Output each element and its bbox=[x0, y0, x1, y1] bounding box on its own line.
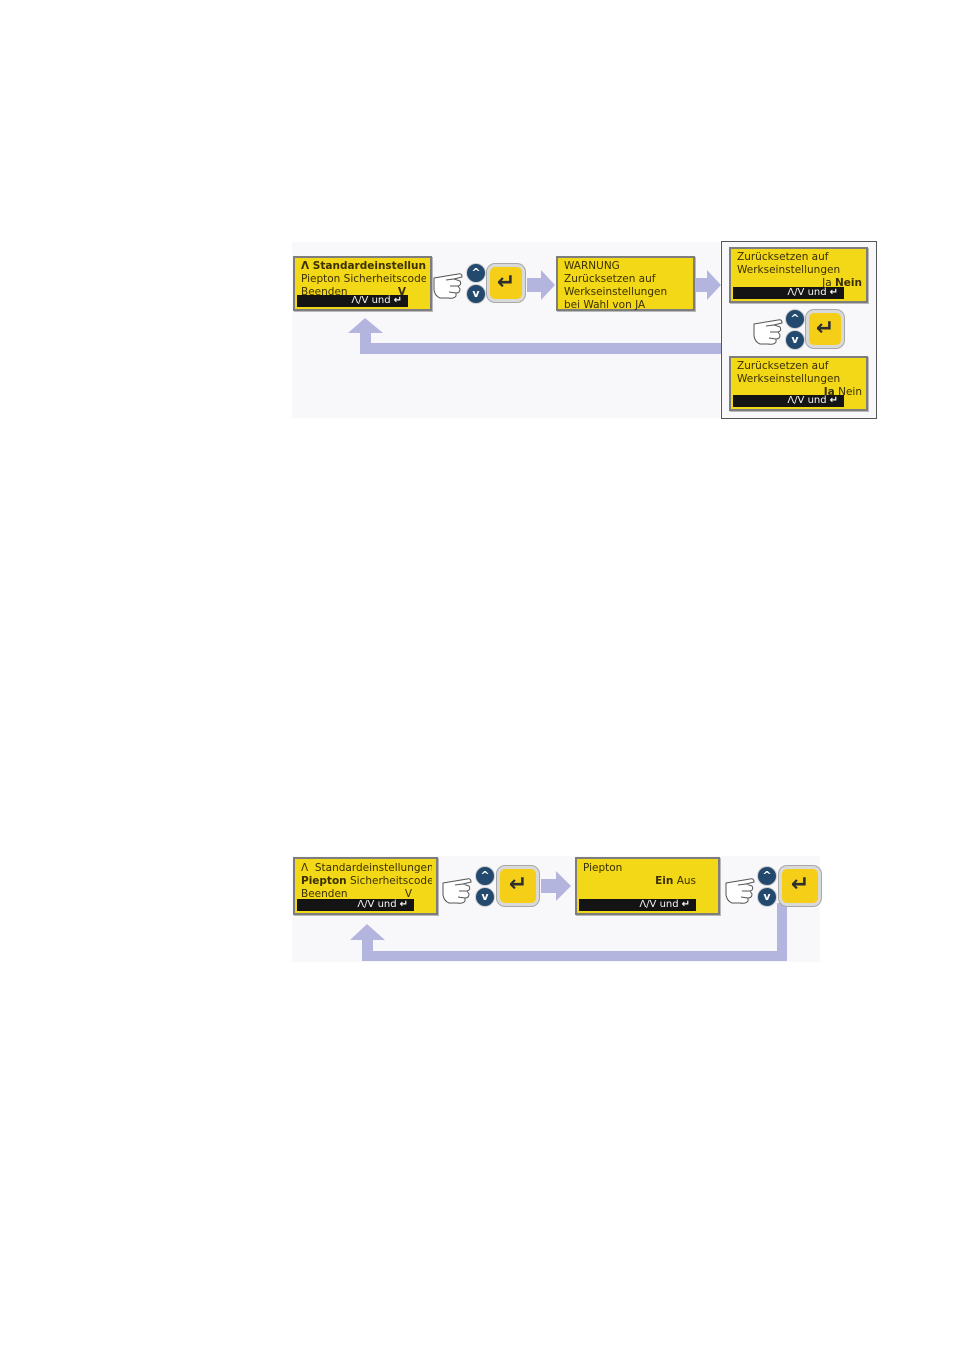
option-aus: Aus bbox=[676, 875, 696, 887]
warning-title: WARNUNG bbox=[564, 260, 620, 272]
menu-item-standardeinstellungen: Standardeinstellungen bbox=[314, 862, 432, 874]
up-button-icon[interactable]: ^ bbox=[785, 309, 805, 329]
enter-button-icon[interactable]: ↵ bbox=[487, 264, 525, 302]
menu-item-piepton-selected: Piepton bbox=[301, 875, 347, 887]
option-ja: Ja bbox=[822, 277, 832, 289]
lcd-status-bar: Λ/V und↵ bbox=[733, 395, 844, 407]
lcd-menu-standard: Λ Standardeinstellungen Piepton Sicherhe… bbox=[293, 256, 432, 311]
warning-line-2: Zurücksetzen auf bbox=[564, 273, 656, 285]
enter-button-icon[interactable]: ↵ bbox=[497, 866, 539, 906]
down-caret: V bbox=[404, 888, 412, 900]
option-ja-selected: Ja bbox=[823, 386, 835, 398]
up-down-buttons[interactable]: ^ v bbox=[475, 866, 495, 908]
down-button-icon[interactable]: v bbox=[785, 330, 805, 350]
enter-symbol: ↵ bbox=[829, 395, 838, 406]
lcd-reset-ja-selected: Zurücksetzen auf Werkseinstellungen Ja N… bbox=[729, 356, 868, 411]
lcd-reset-nein-selected: Zurücksetzen auf Werkseinstellungen Ja N… bbox=[729, 247, 868, 303]
up-down-buttons[interactable]: ^ v bbox=[785, 309, 805, 351]
lcd-menu-piepton: Λ Standardeinstellungen Piepton Sicherhe… bbox=[293, 857, 438, 915]
pointing-hand-icon bbox=[433, 273, 463, 299]
down-button-icon[interactable]: v bbox=[466, 284, 486, 304]
up-button-icon[interactable]: ^ bbox=[757, 866, 777, 886]
arrow-right-3 bbox=[541, 871, 571, 901]
arrow-right-2 bbox=[694, 270, 721, 300]
return-line-2-right-vertical bbox=[777, 903, 787, 961]
lcd-status-bar: Λ/V und↵ bbox=[733, 287, 844, 299]
lcd-piepton: Piepton Ein Aus Λ/V und↵ bbox=[575, 857, 720, 915]
lcd-status-bar: Λ/V und↵ bbox=[297, 899, 414, 911]
arrow-right-1 bbox=[527, 270, 555, 300]
up-caret: Λ bbox=[301, 260, 310, 272]
menu-item-sicherheitscode: Sicherheitscode bbox=[349, 875, 432, 887]
return-line-1-horizontal bbox=[360, 343, 722, 354]
down-caret: V bbox=[397, 286, 406, 298]
up-caret: Λ bbox=[301, 862, 309, 874]
warning-line-3: Werkseinstellungen bbox=[564, 286, 668, 298]
option-nein: Nein bbox=[838, 386, 862, 398]
lcd-status-bar: Λ/V und↵ bbox=[297, 295, 408, 307]
lcd-status-bar: Λ/V und↵ bbox=[579, 899, 696, 911]
enter-button-icon[interactable]: ↵ bbox=[806, 310, 844, 348]
up-button-icon[interactable]: ^ bbox=[475, 866, 495, 886]
reset-line-1: Zurücksetzen auf bbox=[737, 360, 829, 372]
reset-line-2: Werkseinstellungen bbox=[737, 373, 841, 385]
option-ein-selected: Ein bbox=[655, 875, 674, 887]
menu-item-standardeinstellungen: Standardeinstellungen bbox=[312, 260, 426, 272]
down-button-icon[interactable]: v bbox=[475, 887, 495, 907]
return-arrowhead-1 bbox=[348, 318, 383, 333]
up-down-buttons[interactable]: ^ v bbox=[757, 866, 777, 908]
reset-line-2: Werkseinstellungen bbox=[737, 264, 841, 276]
warning-line-4: bei Wahl von JA bbox=[564, 299, 646, 311]
enter-symbol: ↵ bbox=[829, 287, 838, 298]
up-down-buttons[interactable]: ^ v bbox=[466, 263, 486, 305]
up-button-icon[interactable]: ^ bbox=[466, 263, 486, 283]
return-arrowhead-2 bbox=[350, 924, 385, 940]
return-line-2-horizontal bbox=[362, 951, 787, 961]
return-line-1-vertical bbox=[360, 330, 371, 354]
down-button-icon[interactable]: v bbox=[757, 887, 777, 907]
piepton-title: Piepton bbox=[583, 862, 623, 874]
enter-symbol: ↵ bbox=[399, 899, 408, 910]
enter-symbol: ↵ bbox=[681, 899, 690, 910]
menu-item-beenden: Beenden bbox=[301, 888, 348, 900]
return-line-2-left-vertical bbox=[362, 937, 373, 961]
enter-button-icon[interactable]: ↵ bbox=[779, 866, 821, 906]
lcd-warning: WARNUNG Zurücksetzen auf Werkseinstellun… bbox=[556, 256, 695, 311]
pointing-hand-icon bbox=[725, 878, 755, 904]
pointing-hand-icon bbox=[753, 319, 783, 345]
pointing-hand-icon bbox=[442, 878, 472, 904]
menu-item-piepton-sicherheitscode: Piepton Sicherheitscode bbox=[301, 273, 426, 285]
option-nein-selected: Nein bbox=[835, 277, 862, 289]
enter-symbol: ↵ bbox=[393, 295, 402, 306]
reset-line-1: Zurücksetzen auf bbox=[737, 251, 829, 263]
